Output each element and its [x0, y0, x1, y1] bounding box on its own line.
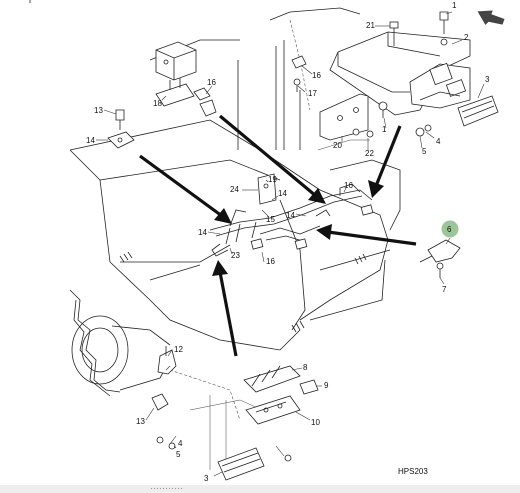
callout-1: 1 — [382, 125, 387, 134]
callout-10: 10 — [311, 418, 320, 427]
callout-13: 13 — [94, 106, 103, 115]
left-clip-assembly — [107, 109, 135, 149]
nut — [168, 442, 176, 450]
callout-3: 3 — [204, 474, 209, 483]
callout-24: 24 — [230, 185, 239, 194]
callout-20: 20 — [333, 141, 342, 150]
clip — [291, 55, 307, 69]
socket — [299, 379, 319, 395]
pointer-arrow — [316, 224, 417, 246]
callout-13: 13 — [136, 417, 145, 426]
callout-5: 5 — [176, 450, 181, 459]
callout-1: 1 — [452, 1, 457, 10]
back-arrow-icon[interactable] — [474, 6, 506, 31]
nut — [415, 127, 425, 137]
callout-14: 14 — [286, 211, 295, 220]
callout-16: 16 — [266, 257, 275, 266]
wiring-harness — [209, 173, 374, 257]
callout-21: 21 — [366, 21, 375, 30]
callout-highlight[interactable] — [441, 220, 459, 238]
scrollbar-grip[interactable] — [150, 487, 184, 491]
upper-bracket-assembly — [319, 11, 499, 141]
figure-code: HPS203 — [398, 467, 428, 476]
junction-box — [155, 41, 197, 81]
callout-labels: 1 1 2 3 3 4 4 5 5 6 7 8 9 10 12 13 13 14… — [86, 1, 490, 483]
pointer-arrow — [218, 114, 326, 204]
callout-16: 16 — [344, 181, 353, 190]
leader-lines — [96, 11, 485, 477]
callout-12: 12 — [174, 345, 183, 354]
lamp-housing — [243, 365, 301, 393]
lamp-body — [245, 395, 301, 425]
lower-light-assembly — [151, 346, 319, 481]
bolt — [352, 128, 360, 136]
callout-5: 5 — [422, 147, 427, 156]
callout-16: 16 — [312, 71, 321, 80]
callout-22: 22 — [365, 149, 374, 158]
callout-17: 17 — [308, 89, 317, 98]
bolt — [378, 101, 388, 111]
tractor-outline — [29, 0, 401, 480]
bottom-scrollbar[interactable] — [0, 485, 520, 493]
pointer-arrow — [212, 260, 238, 357]
bracket — [155, 83, 195, 107]
callout-18: 18 — [153, 99, 162, 108]
callout-16: 16 — [207, 78, 216, 87]
callout-4: 4 — [436, 137, 441, 146]
junction-box-assembly — [155, 41, 307, 117]
bracket — [157, 349, 177, 375]
callout-14: 14 — [278, 189, 287, 198]
connector — [151, 393, 169, 411]
callout-8: 8 — [303, 363, 308, 372]
pointer-arrows — [139, 114, 417, 357]
clamp — [107, 131, 135, 149]
fastener — [293, 78, 301, 86]
callout-14: 14 — [86, 136, 95, 145]
clip-bracket — [427, 239, 461, 263]
washer — [366, 130, 374, 138]
callout-4: 4 — [178, 439, 183, 448]
callout-14: 14 — [198, 228, 207, 237]
lamp-lens — [217, 447, 265, 481]
screw — [284, 454, 292, 462]
callout-19: 19 — [268, 175, 277, 184]
callout-3: 3 — [485, 75, 490, 84]
pointer-arrow — [139, 154, 232, 224]
bolt — [389, 21, 399, 29]
bolt — [156, 436, 164, 444]
callout-23: 23 — [231, 251, 240, 260]
callout-2: 2 — [464, 33, 469, 42]
screw — [115, 109, 125, 121]
connector-bracket — [257, 173, 277, 205]
callout-7: 7 — [442, 285, 447, 294]
mounting-plate — [319, 93, 369, 141]
callout-9: 9 — [324, 381, 329, 390]
lamp-lens — [457, 95, 499, 127]
bolt — [439, 11, 449, 21]
callout-6: 6 — [447, 225, 452, 234]
bulb-socket — [199, 99, 217, 117]
screw — [436, 262, 444, 270]
right-clip-assembly — [419, 220, 461, 278]
pointer-arrow — [368, 125, 402, 198]
callout-15: 15 — [266, 215, 275, 224]
